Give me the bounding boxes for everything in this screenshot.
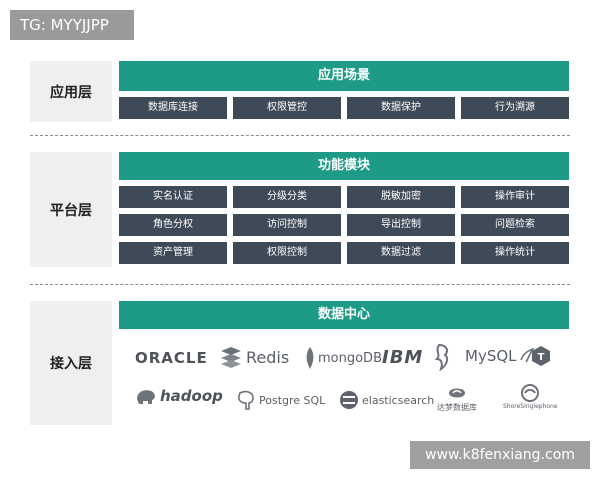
platform-item: 脱敏加密: [347, 186, 455, 208]
elastic-icon: [340, 391, 358, 409]
footer-watermark-tag: www.k8fenxiang.com: [410, 441, 590, 469]
cube-icon: T: [532, 346, 550, 366]
shore-icon: [521, 384, 540, 402]
dameng-logo: 达梦数据库: [437, 385, 477, 413]
ibm-logo: IBM: [382, 347, 424, 368]
platform-title: 功能模块: [119, 152, 569, 180]
seahorse-logo: [431, 343, 453, 371]
database-logo-panel: ORACLE Redis mongoDB IBM MySQL T: [119, 331, 569, 425]
access-title: 数据中心: [119, 301, 569, 329]
elephant-icon: [137, 390, 155, 404]
seahorse-icon: [434, 343, 449, 371]
svg-text:T: T: [538, 352, 545, 363]
watermark-tag: TG: MYYJJPP: [10, 10, 134, 40]
layer-label-application: 应用层: [30, 61, 112, 122]
layer-label-platform: 平台层: [30, 152, 112, 267]
platform-item: 分级分类: [233, 186, 341, 208]
platform-item: 实名认证: [119, 186, 227, 208]
application-title: 应用场景: [119, 61, 569, 91]
platform-item: 数据过滤: [347, 242, 455, 264]
app-item-permission: 权限管控: [233, 97, 341, 119]
mongodb-logo: mongoDB: [305, 347, 382, 369]
app-item-protection: 数据保护: [347, 97, 455, 119]
postgresql-logo: Postgre SQL: [236, 390, 325, 410]
platform-item: 导出控制: [347, 214, 455, 236]
platform-item: 角色分权: [119, 214, 227, 236]
platform-item: 操作审计: [461, 186, 569, 208]
layer-divider: [30, 135, 570, 136]
redis-icon: [221, 347, 241, 368]
dolphin-icon: [519, 348, 534, 363]
app-item-db-connect: 数据库连接: [119, 97, 227, 119]
hadoop-logo: hadoop: [135, 387, 223, 405]
postgres-elephant-icon: [238, 390, 254, 410]
platform-item: 问题检索: [461, 214, 569, 236]
leaf-icon: [306, 347, 314, 369]
dameng-icon: [449, 388, 465, 398]
platform-item: 资产管理: [119, 242, 227, 264]
elasticsearch-logo: elasticsearch: [339, 390, 434, 410]
shore-logo: ShoreSinglephone: [503, 384, 558, 410]
db-cube-logo: T: [531, 345, 551, 367]
app-item-trace: 行为溯源: [461, 97, 569, 119]
oracle-logo: ORACLE: [135, 349, 208, 367]
redis-logo: Redis: [219, 345, 289, 369]
platform-item: 操作统计: [461, 242, 569, 264]
layer-divider: [30, 284, 570, 285]
platform-item: 访问控制: [233, 214, 341, 236]
layer-label-access: 接入层: [30, 301, 112, 425]
mysql-logo: MySQL: [465, 347, 534, 365]
platform-item: 权限控制: [233, 242, 341, 264]
